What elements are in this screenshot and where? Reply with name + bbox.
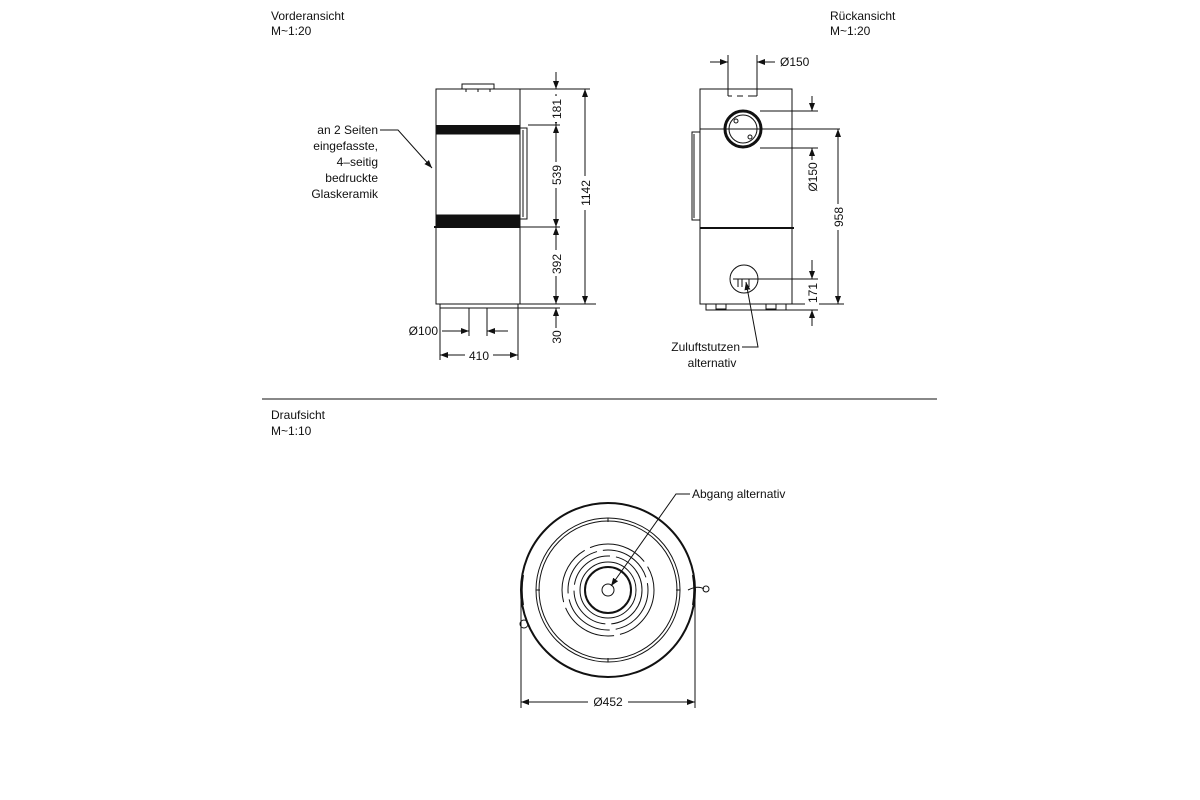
dim-flue-diameter: Ø100 (409, 324, 439, 338)
stove-body-front (435, 88, 521, 305)
dim-total: 1142 (579, 180, 593, 206)
back-view-scale: M~1:20 (830, 24, 871, 38)
dim-top: 181 (550, 99, 564, 119)
dim-lower: 392 (550, 254, 564, 274)
outlet-note: Abgang alternativ (692, 487, 785, 501)
glass-frame-top (436, 125, 520, 134)
svg-text:eingefasste,: eingefasste, (313, 139, 378, 153)
dim-air-inlet-height: 171 (806, 283, 820, 303)
top-view: Draufsicht M~1:10 Abgang alternativ Ø452 (271, 408, 785, 709)
leader-line (380, 129, 433, 169)
handle-knob (519, 619, 529, 629)
glass-frame-bottom (436, 215, 520, 226)
front-view-title: Vorderansicht (271, 9, 345, 23)
dim-diameter: Ø452 (593, 695, 623, 709)
stove-base-back (705, 303, 787, 311)
glass-note: an 2 Seiten eingefasste, 4–seitig bedruc… (311, 123, 433, 201)
front-view-scale: M~1:20 (271, 24, 312, 38)
dim-flue-height: 958 (832, 207, 846, 227)
door-handle (520, 127, 528, 220)
svg-text:bedruckte: bedruckte (325, 171, 378, 185)
dim-window: 539 (550, 165, 564, 185)
front-width-dimensions: Ø100 410 (409, 308, 519, 363)
back-view: Rückansicht M~1:20 Ø150 Ø150 958 171 (671, 9, 896, 370)
flue-outlet-top (584, 566, 632, 614)
stove-body-back (699, 88, 793, 305)
door-handle-back (691, 131, 701, 221)
dim-width: 410 (469, 349, 489, 363)
dim-base: 30 (550, 330, 564, 344)
svg-text:an 2 Seiten: an 2 Seiten (317, 123, 378, 137)
top-view-title: Draufsicht (271, 408, 326, 422)
top-view-scale: M~1:10 (271, 424, 312, 438)
outer-body (520, 502, 696, 678)
svg-text:4–seitig: 4–seitig (337, 155, 378, 169)
flue-collar-front (461, 83, 495, 92)
svg-text:Glaskeramik: Glaskeramik (311, 187, 379, 201)
dim-flue-rear: Ø150 (806, 162, 820, 192)
front-view: Vorderansicht M~1:20 an 2 Seiten eingefa… (271, 9, 596, 363)
glass-window (435, 133, 521, 216)
back-view-title: Rückansicht (830, 9, 896, 23)
svg-text:alternativ: alternativ (688, 356, 737, 370)
back-dimensions: Ø150 958 171 (760, 96, 846, 326)
flue-collar-back (727, 55, 758, 97)
dim-flue-top: Ø150 (780, 55, 810, 69)
stove-base (439, 304, 519, 309)
front-height-dimensions: 181 539 392 1142 30 (518, 72, 596, 346)
air-inlet-note: Zuluftstutzen (671, 340, 740, 354)
